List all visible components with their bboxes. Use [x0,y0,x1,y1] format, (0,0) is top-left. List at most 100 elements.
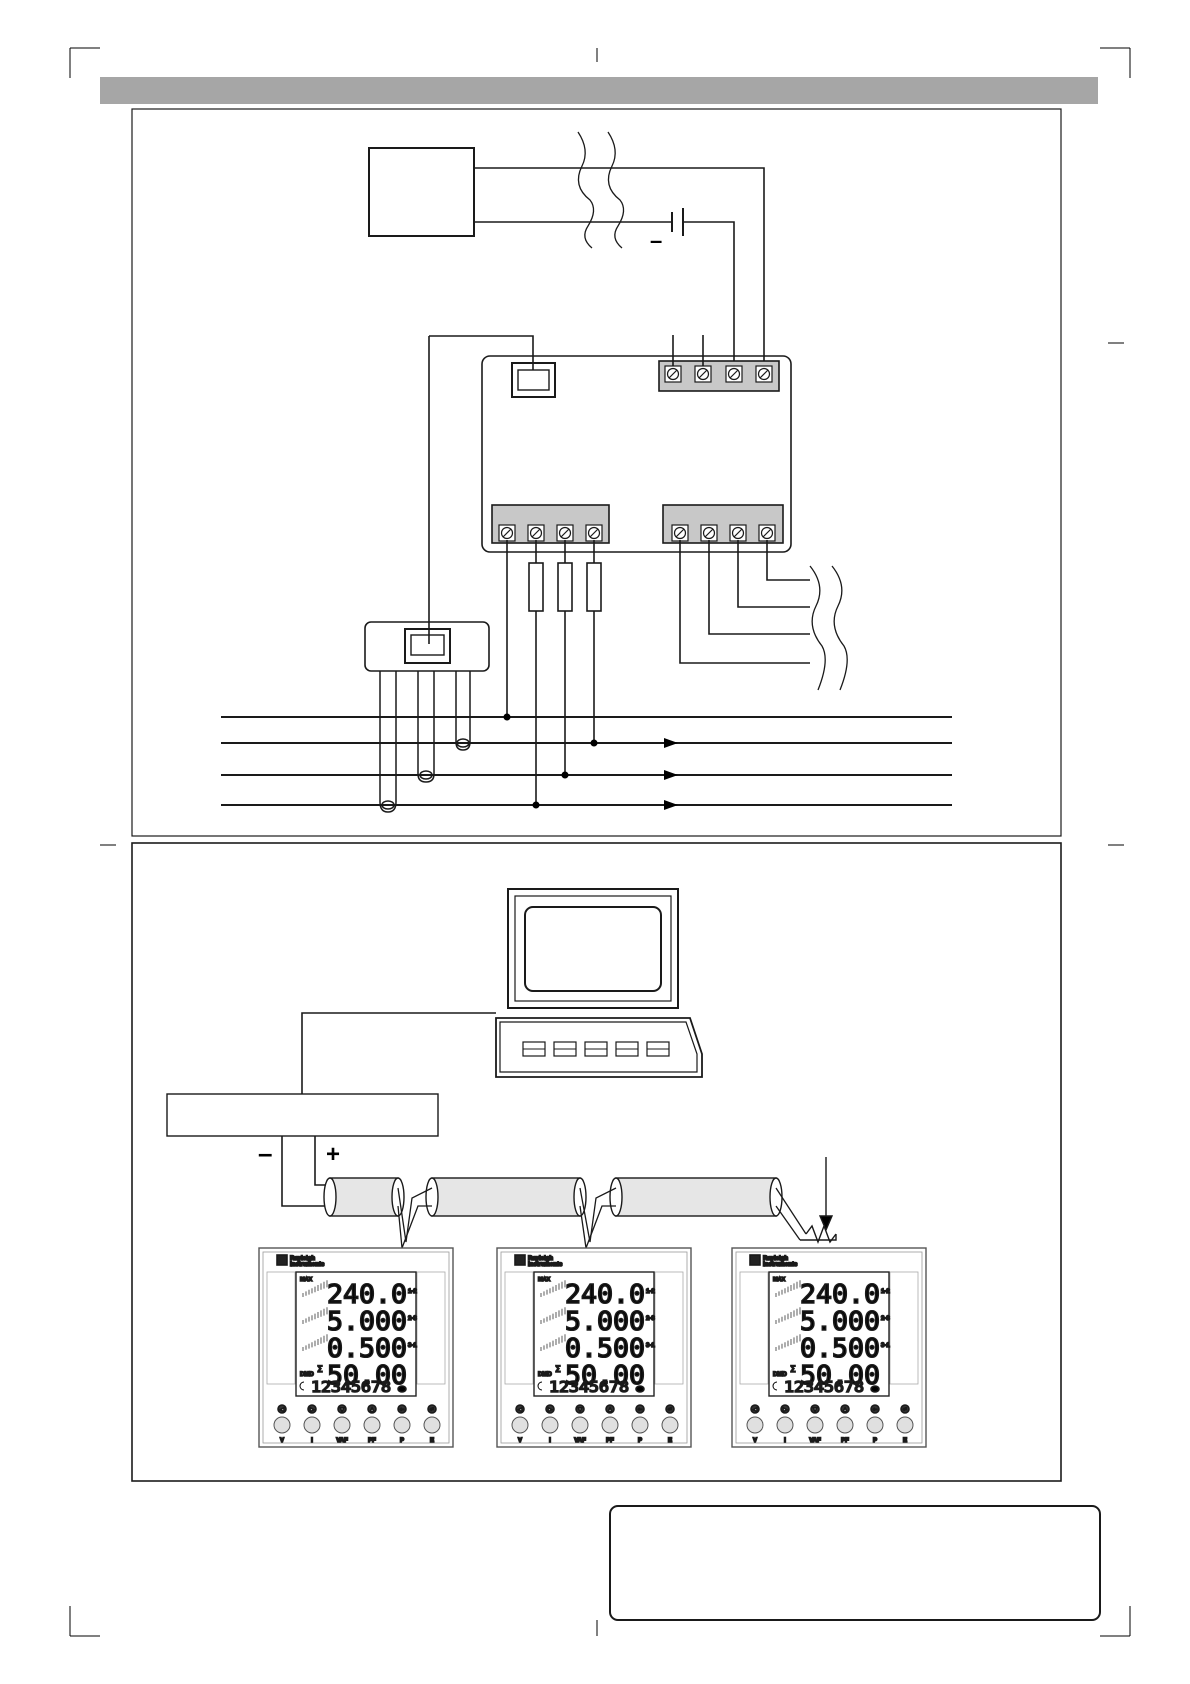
computer-icon [495,888,703,1078]
button-icon: ▶ [783,1407,787,1413]
meter-button-i[interactable]: ▶I [776,1404,794,1445]
meter-button-pf[interactable]: ▲PF [836,1404,854,1445]
meter-button-vaf[interactable]: ▼VAF [333,1404,351,1445]
meter-button-i[interactable]: ▶I [303,1404,321,1445]
meter-button-p[interactable]: ←P [866,1404,884,1445]
keyboard-key [646,1041,670,1057]
meter-button-e[interactable]: ↵E [423,1404,441,1445]
output-break-marks [809,565,848,691]
energy-counter: 12345678 [549,1378,629,1396]
brand-logo [749,1254,761,1266]
fuse-2 [557,562,573,612]
phase-tag: 3-1 [881,1343,890,1349]
lcd-reading-2: 5.000 [800,1307,880,1337]
button-label: P [873,1438,877,1444]
meter-button-v[interactable]: ◀V [273,1404,291,1445]
button-icon: ▶ [310,1407,314,1413]
phase-tag: 2-3 [408,1316,417,1322]
terminal-screw-10 [700,524,718,542]
button-icon: ▶ [548,1407,552,1413]
terminal-screw-11 [729,524,747,542]
network-diagram-panel: – + [131,842,1062,1482]
button-icon: ▼ [578,1407,582,1413]
ct-adaptor-box [364,621,490,672]
meter-button-v[interactable]: ◀V [511,1404,529,1445]
button-icon: ↵ [430,1407,434,1413]
bargraph [302,1280,328,1297]
max-indicator: MAX [538,1277,551,1283]
keyboard-key [615,1041,639,1057]
wiring-diagram-panel: – [131,108,1062,837]
cable-drops [397,1187,807,1251]
button-label: V [753,1438,757,1444]
dmd-indicator: DMD [538,1372,552,1378]
button-icon: ▲ [843,1407,847,1413]
button-icon: ↵ [903,1407,907,1413]
ct-loops [379,671,471,813]
fuse-3 [586,562,602,612]
lcd-reading-3: 0.500 [800,1334,880,1364]
button-icon: ← [638,1407,642,1413]
keyboard-key [584,1041,608,1057]
meter-button-i[interactable]: ▶I [541,1404,559,1445]
network-panel-frame [131,842,1062,1482]
phase-tag: 3-1 [408,1343,417,1349]
terminal-screw-8 [585,524,603,542]
meter-button-pf[interactable]: ▲PF [601,1404,619,1445]
energy-counter: 12345678 [784,1378,864,1396]
sigma-indicator: Σ [317,1365,323,1375]
button-label: P [638,1438,642,1444]
button-icon: ▲ [608,1407,612,1413]
remote-device-box [368,147,475,237]
terminal-screw-4 [755,365,773,383]
brand-logo [276,1254,288,1266]
converter-box [166,1093,439,1137]
brand-name: Rayleigh [528,1256,553,1262]
battery-polarity-label: – [650,228,662,253]
button-icon: ◀ [518,1407,522,1413]
phase-tag: 2-3 [881,1316,890,1322]
bargraph [540,1334,566,1351]
bargraph [775,1280,801,1297]
fuse-1 [528,562,544,612]
bargraph [302,1307,328,1324]
meter-button-p[interactable]: ←P [393,1404,411,1445]
meter-button-p[interactable]: ←P [631,1404,649,1445]
terminal-screw-9 [671,524,689,542]
notes-box [609,1505,1101,1621]
button-label: VAF [809,1438,821,1444]
phase-tag: 1-2 [646,1289,655,1295]
wire-break-marks [577,131,625,249]
bargraph [540,1307,566,1324]
meter-button-e[interactable]: ↵E [661,1404,679,1445]
sigma-indicator: Σ [555,1365,561,1375]
meter-button-vaf[interactable]: ▼VAF [571,1404,589,1445]
meter-button-e[interactable]: ↵E [896,1404,914,1445]
lcd-reading-4: 50.00 [565,1361,645,1391]
meter-button-v[interactable]: ◀V [746,1404,764,1445]
lcd-reading-2: 5.000 [565,1307,645,1337]
brand-name: Rayleigh [290,1256,315,1262]
button-icon: ▼ [813,1407,817,1413]
button-icon: ← [873,1407,877,1413]
bargraph [302,1334,328,1351]
cable-segments [323,1177,783,1217]
button-icon: ◀ [280,1407,284,1413]
meter-button-vaf[interactable]: ▼ VAF [806,1404,824,1445]
wiring-panel-frame [131,108,1062,837]
lcd-reading-1: 240.0 [327,1280,407,1310]
button-label: VAF [336,1438,348,1444]
energy-counter: 12345678 [311,1378,391,1396]
meter-button-pf[interactable]: ▲PF [363,1404,381,1445]
button-label: E [668,1438,672,1444]
lcd-reading-1: 240.0 [565,1280,645,1310]
dmd-indicator: DMD [773,1372,787,1378]
plus-label: + [326,1141,340,1168]
bargraph [775,1334,801,1351]
